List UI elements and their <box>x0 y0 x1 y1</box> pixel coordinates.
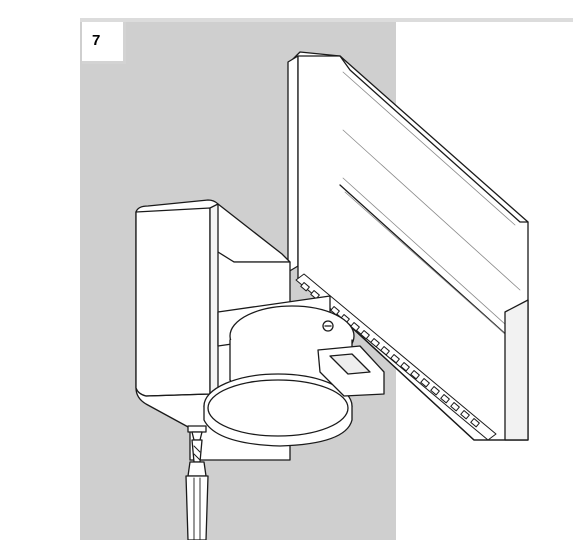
latch-bracket <box>317 320 385 397</box>
device-body <box>287 51 529 441</box>
panel-top-border <box>80 18 573 22</box>
screw-icon <box>187 425 207 441</box>
step-number: 7 <box>92 32 101 49</box>
screwdriver-icon <box>185 439 209 540</box>
terminal-block-icon <box>295 273 497 441</box>
step-badge: 7 <box>82 22 126 64</box>
